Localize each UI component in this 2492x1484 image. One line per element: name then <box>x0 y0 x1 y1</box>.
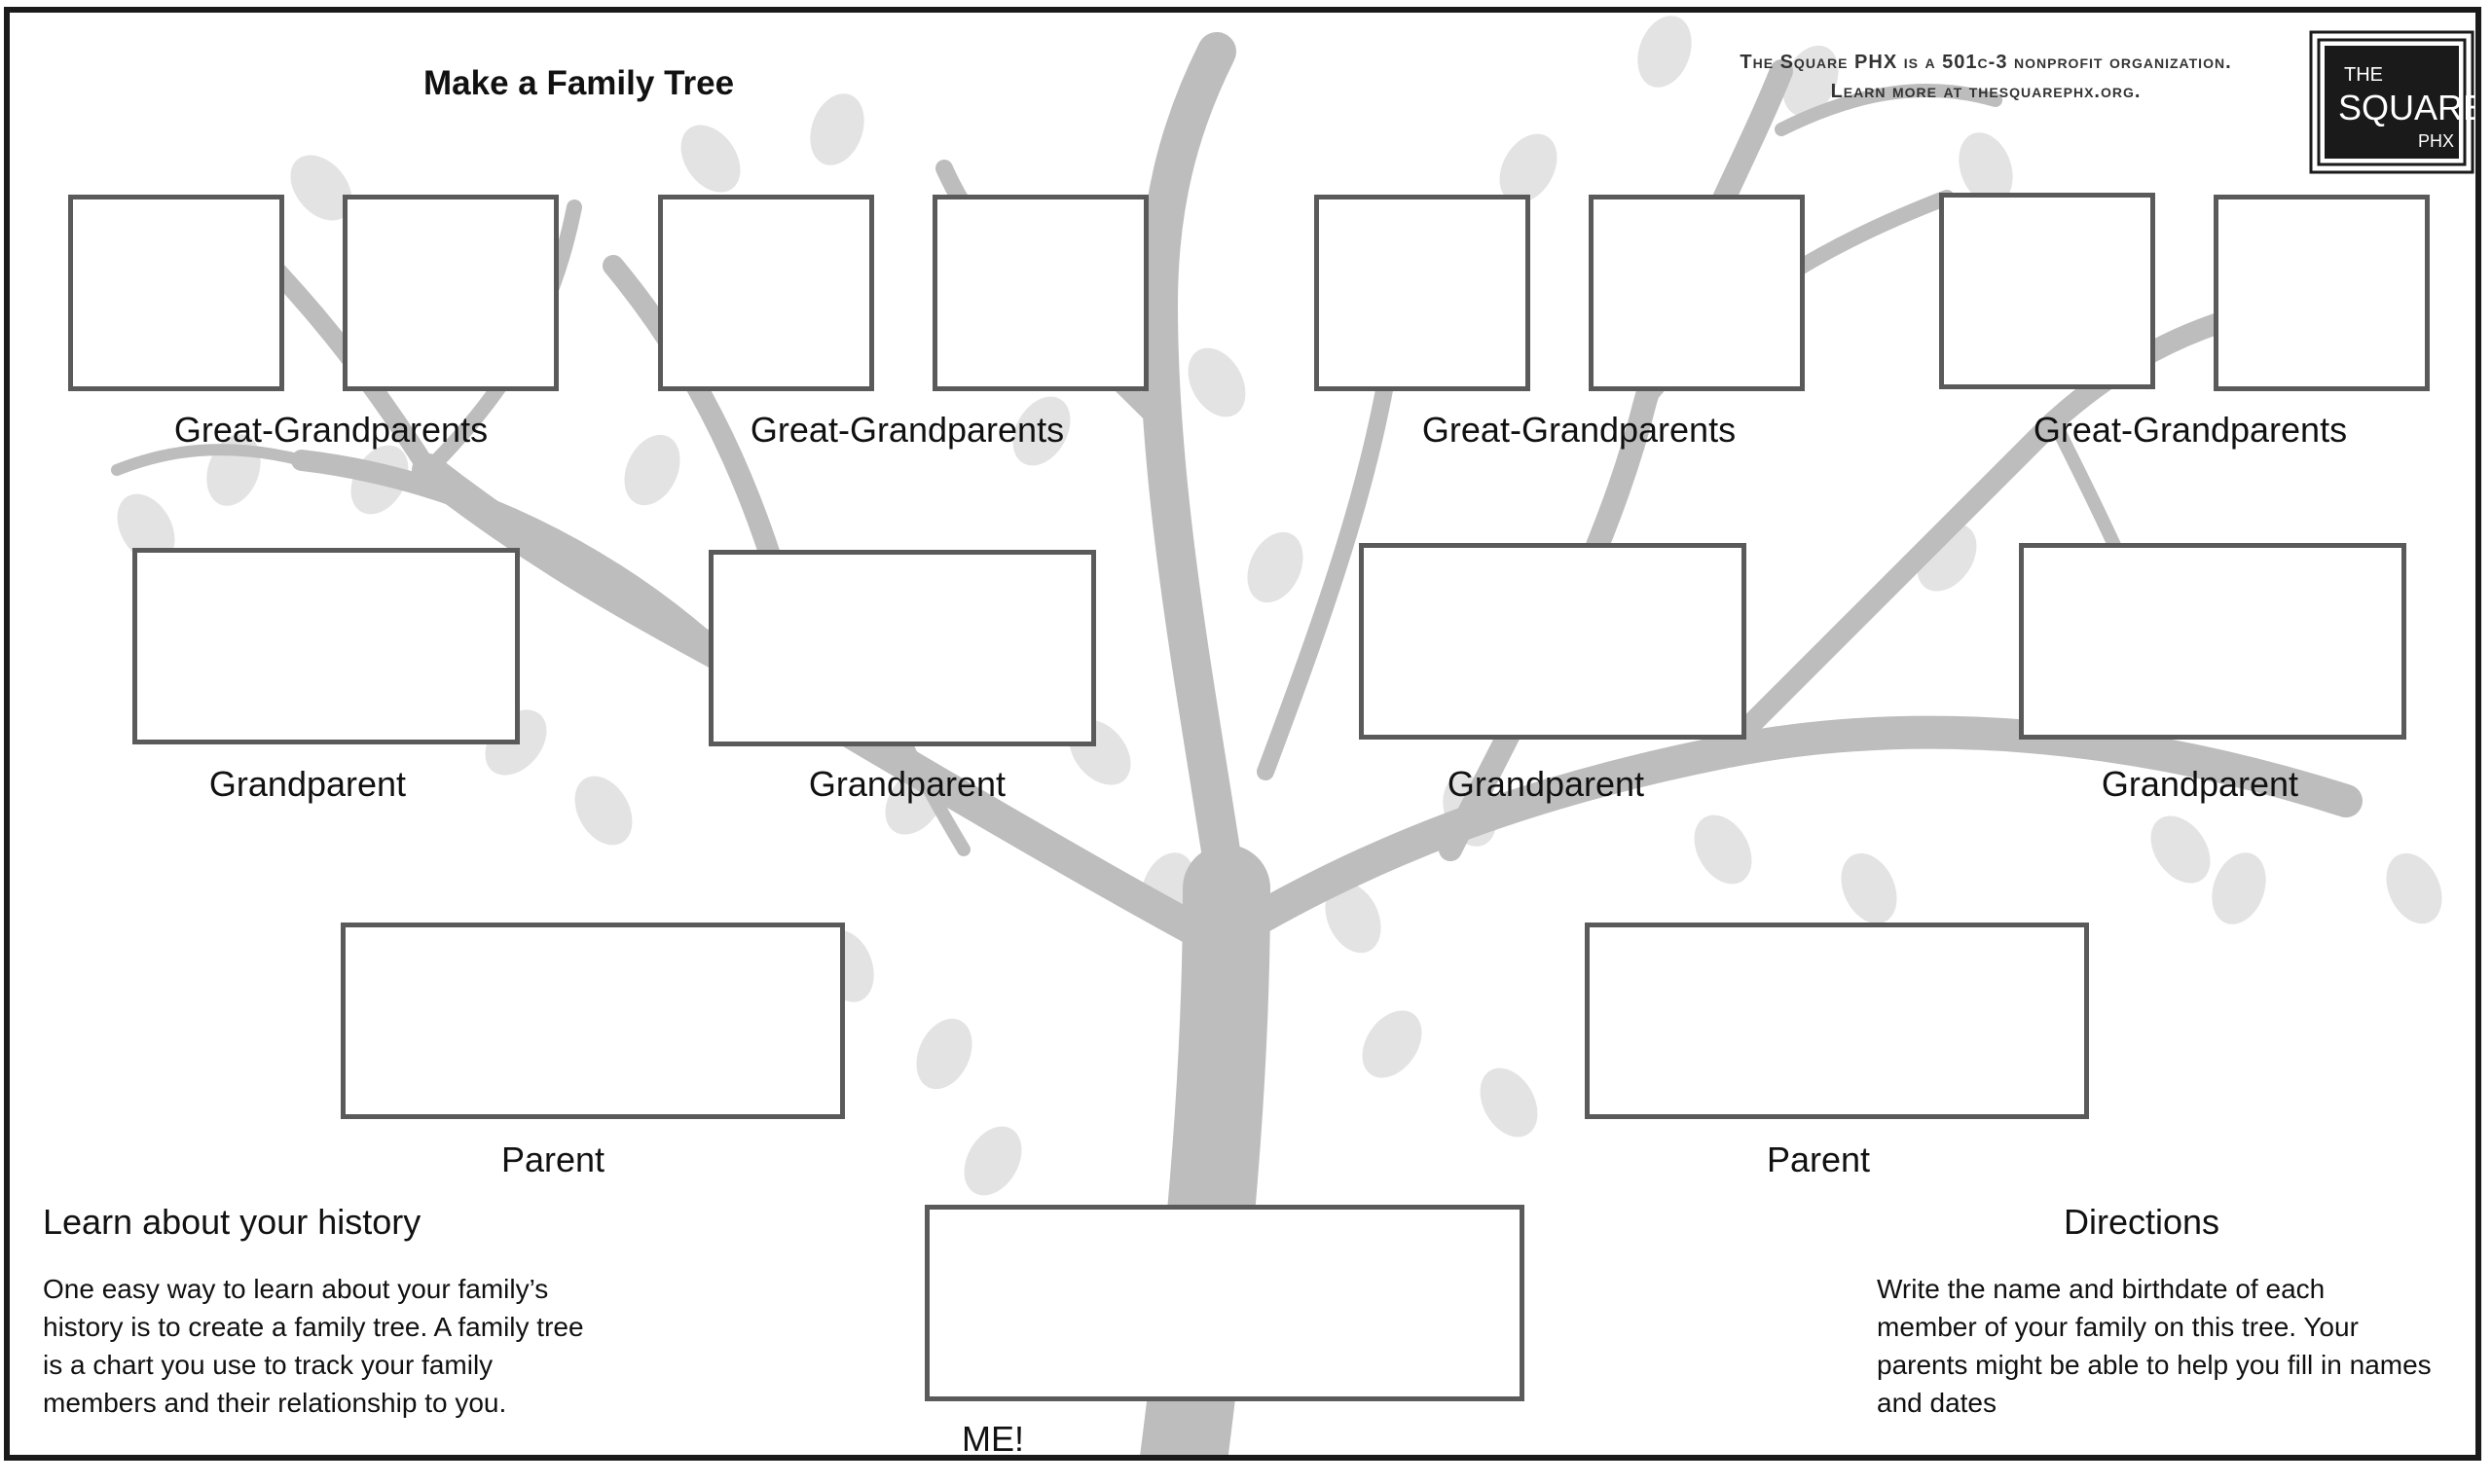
great-grandparents-label-3: Great-Grandparents <box>1421 410 1737 450</box>
great-grandparents-label-2: Great-Grandparents <box>750 410 1065 450</box>
parent-box-1[interactable] <box>341 923 845 1119</box>
history-line-4: members and their relationship to you. <box>43 1388 507 1418</box>
history-line-3: is a chart you use to track your family <box>43 1350 494 1380</box>
great-grandparent-box-6[interactable] <box>1589 195 1805 391</box>
me-box[interactable] <box>925 1205 1524 1401</box>
grandparent-box-4[interactable] <box>2019 543 2406 740</box>
history-line-1: One easy way to learn about your family’… <box>43 1274 549 1304</box>
great-grandparent-box-4[interactable] <box>933 195 1149 391</box>
the-square-phx-logo: THE SQUARE PHX <box>2309 30 2474 174</box>
logo-text-phx: PHX <box>2418 131 2454 151</box>
directions-line-1: Write the name and birthdate of each <box>1877 1274 2326 1304</box>
grandparent-label-1: Grandparent <box>208 764 407 804</box>
org-note-line-2: Learn more at thesquarephx.org. <box>1830 81 2142 102</box>
great-grandparent-box-1[interactable] <box>68 195 284 391</box>
grandparent-box-3[interactable] <box>1359 543 1746 740</box>
directions-paragraph: Write the name and birthdate of each mem… <box>1877 1270 2475 1422</box>
great-grandparents-label-4: Great-Grandparents <box>2033 410 2348 450</box>
grandparent-label-4: Grandparent <box>2101 764 2299 804</box>
history-line-2: history is to create a family tree. A fa… <box>43 1312 584 1342</box>
great-grandparent-box-2[interactable] <box>343 195 559 391</box>
grandparent-label-3: Grandparent <box>1447 764 1645 804</box>
great-grandparent-box-8[interactable] <box>2214 195 2430 391</box>
org-note: The Square PHX is a 501c-3 nonprofit org… <box>1665 48 2307 106</box>
directions-heading: Directions <box>2064 1202 2220 1242</box>
parent-label-1: Parent <box>500 1140 605 1179</box>
parent-label-2: Parent <box>1766 1140 1871 1179</box>
history-heading: Learn about your history <box>43 1202 421 1242</box>
grandparent-box-2[interactable] <box>709 550 1096 746</box>
grandparent-label-2: Grandparent <box>808 764 1007 804</box>
org-note-line-1: The Square PHX is a 501c-3 nonprofit org… <box>1740 52 2232 73</box>
great-grandparent-box-7[interactable] <box>1939 193 2155 389</box>
great-grandparents-label-1: Great-Grandparents <box>173 410 489 450</box>
great-grandparent-box-3[interactable] <box>658 195 874 391</box>
directions-line-4: and dates <box>1877 1388 1997 1418</box>
directions-line-2: member of your family on this tree. Your <box>1877 1312 2359 1342</box>
parent-box-2[interactable] <box>1585 923 2089 1119</box>
great-grandparent-box-5[interactable] <box>1314 195 1530 391</box>
grandparent-box-1[interactable] <box>132 548 520 744</box>
history-paragraph: One easy way to learn about your family’… <box>43 1270 666 1422</box>
logo-text-square: SQUARE <box>2338 88 2474 127</box>
logo-text-the: THE <box>2344 64 2383 86</box>
me-label: ME! <box>961 1419 1024 1459</box>
worksheet-frame: Make a Family Tree The Square PHX is a 5… <box>4 7 2481 1461</box>
page-title: Make a Family Tree <box>423 64 735 102</box>
directions-line-3: parents might be able to help you fill i… <box>1877 1350 2432 1380</box>
